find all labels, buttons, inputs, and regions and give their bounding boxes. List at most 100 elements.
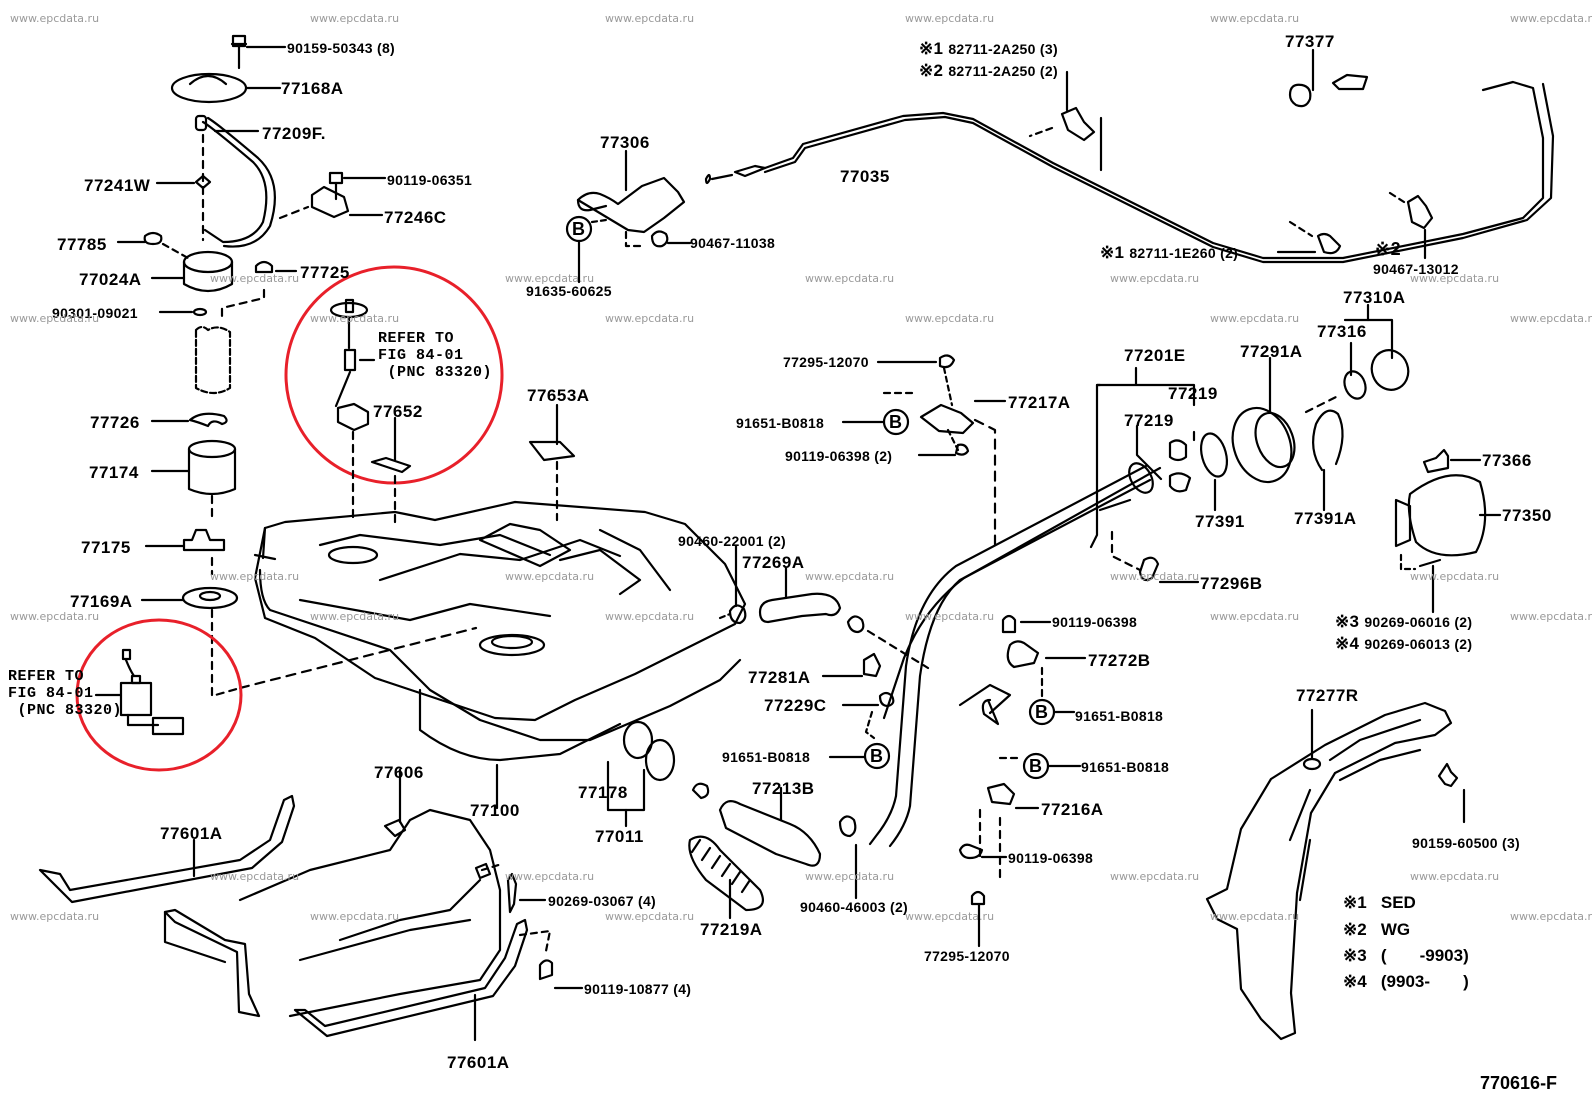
part-label[interactable]: 90159-60500 (3) — [1412, 835, 1521, 851]
part-label[interactable]: 77785 — [57, 235, 107, 254]
part-label[interactable]: 90467-13012 — [1373, 261, 1459, 277]
part-label[interactable]: 90467-11038 — [690, 235, 776, 251]
part-label[interactable]: 77100 — [470, 801, 520, 820]
bolt-icon — [954, 443, 970, 456]
clamp-icon — [838, 815, 857, 838]
valve-icon — [622, 720, 654, 760]
part-label[interactable]: 77391A — [1294, 509, 1357, 528]
watermark: www.epcdata.ru — [10, 12, 100, 25]
part-label[interactable]: 90269-03067 (4) — [548, 893, 657, 909]
part-label[interactable]: 77366 — [1482, 451, 1532, 470]
part-label[interactable]: 77725 — [300, 263, 350, 282]
fuel-filter-icon — [182, 250, 234, 274]
part-label[interactable]: 77269A — [742, 553, 805, 572]
part-label[interactable]: 77178 — [578, 783, 628, 802]
clamp-icon — [691, 782, 710, 800]
part-label[interactable]: 77295-12070 — [924, 948, 1010, 964]
legend-mark: ※4 — [1343, 972, 1367, 991]
gasket-icon — [370, 456, 412, 474]
part-label[interactable]: 77209F. — [262, 124, 326, 143]
part-label[interactable]: 77246C — [384, 208, 447, 227]
part-label[interactable]: 77291A — [1240, 342, 1303, 361]
part-label[interactable]: 91635-60625 — [526, 283, 612, 299]
part-label[interactable]: 77217A — [1008, 393, 1071, 412]
part-label[interactable]: 90119-10877 (4) — [584, 981, 692, 997]
part-label[interactable]: 77281A — [748, 668, 811, 687]
watermark: www.epcdata.ru — [905, 610, 995, 623]
part-label[interactable]: 77350 — [1502, 506, 1552, 525]
part-label[interactable]: 77169A — [70, 592, 133, 611]
watermark: www.epcdata.ru — [1410, 570, 1500, 583]
part-label[interactable]: 91651-B0818 — [722, 749, 811, 765]
part-label[interactable]: 77310A — [1343, 288, 1406, 307]
part-label[interactable]: 90119-06398 — [1052, 614, 1138, 630]
part-label[interactable]: 77024A — [79, 270, 142, 289]
part-label[interactable]: 77377 — [1285, 32, 1335, 51]
callout-circle — [863, 742, 891, 770]
watermark: www.epcdata.ru — [310, 610, 400, 623]
part-label[interactable]: 77391 — [1195, 512, 1245, 531]
part-label[interactable]: 77175 — [81, 538, 131, 557]
variant-part-label[interactable]: ※1 82711-2A250 (3) — [919, 39, 1058, 58]
part-label[interactable]: 77272B — [1088, 651, 1151, 670]
part-label[interactable]: 77726 — [90, 413, 140, 432]
part-label[interactable]: 77219 — [1124, 411, 1174, 430]
watermark: www.epcdata.ru — [10, 312, 100, 325]
clamp-icon — [986, 782, 1016, 806]
clamp-icon — [1168, 472, 1192, 493]
watermark: www.epcdata.ru — [905, 12, 995, 25]
o-ring-icon — [192, 307, 208, 317]
grommet-icon — [1288, 83, 1312, 108]
part-label[interactable]: 90301-09021 — [52, 305, 138, 321]
part-label[interactable]: 91651-B0818 — [1075, 708, 1164, 724]
part-label[interactable]: 77174 — [89, 463, 139, 482]
bolt-icon — [958, 843, 984, 860]
variant-part-label[interactable]: ※3 90269-06016 (2) — [1335, 612, 1473, 631]
o-ring-icon — [1199, 432, 1229, 478]
part-label[interactable]: 90460-22001 (2) — [678, 533, 787, 549]
part-label[interactable]: 90159-50343 (8) — [287, 40, 396, 56]
part-label[interactable]: 77601A — [160, 824, 223, 843]
variant-part-label[interactable]: ※2 82711-2A250 (2) — [919, 61, 1058, 80]
part-label[interactable]: 77277R — [1296, 686, 1359, 705]
part-label[interactable]: 77219A — [700, 920, 763, 939]
watermark: www.epcdata.ru — [805, 870, 895, 883]
part-label[interactable]: 77601A — [447, 1053, 510, 1072]
part-label[interactable]: 91651-B0818 — [736, 415, 825, 431]
part-label[interactable]: 77652 — [373, 402, 423, 421]
strap-icon — [293, 918, 529, 1038]
part-label[interactable]: 77216A — [1041, 800, 1104, 819]
part-label[interactable]: 77241W — [84, 176, 151, 195]
part-label[interactable]: 77295-12070 — [783, 354, 869, 370]
part-label[interactable]: 77296B — [1200, 574, 1263, 593]
part-label[interactable]: 77306 — [600, 133, 650, 152]
legend-mark: ※3 — [1343, 946, 1367, 965]
part-label[interactable]: 77653A — [527, 386, 590, 405]
refer-line-1: REFER TO — [378, 330, 455, 347]
legend-row: ※1 SED — [1343, 893, 1416, 913]
variant-part-label[interactable]: ※4 90269-06013 (2) — [1335, 634, 1473, 653]
opener-lever-art — [565, 149, 692, 284]
part-label[interactable]: 77213B — [752, 779, 815, 798]
part-label[interactable]: 77011 — [595, 827, 644, 846]
part-label[interactable]: 77035 — [840, 167, 890, 186]
part-label[interactable]: 77168A — [281, 79, 344, 98]
part-label[interactable]: 77219 — [1168, 384, 1218, 403]
part-label[interactable]: 77316 — [1317, 322, 1367, 341]
part-label[interactable]: 77229C — [764, 696, 827, 715]
callout-b-3: B — [870, 746, 884, 766]
part-label[interactable]: 91651-B0818 — [1081, 759, 1170, 775]
callout-b-5: B — [1029, 756, 1043, 776]
legend-text: WG — [1380, 920, 1411, 939]
variant-part-label[interactable]: ※1 82711-1E260 (2) — [1100, 243, 1239, 262]
part-label[interactable]: 90119-06398 — [1008, 850, 1094, 866]
part-label[interactable]: 77201E — [1124, 346, 1186, 365]
part-label[interactable]: 90119-06351 — [387, 172, 473, 188]
part-label[interactable]: 90460-46003 (2) — [800, 899, 909, 915]
part-number: 82711-2A250 (3) — [948, 41, 1058, 57]
part-number: 82711-1E260 (2) — [1129, 245, 1239, 261]
part-label[interactable]: 90119-06398 (2) — [785, 448, 893, 464]
clamp-icon — [846, 615, 865, 634]
part-label[interactable]: 77606 — [374, 763, 424, 782]
